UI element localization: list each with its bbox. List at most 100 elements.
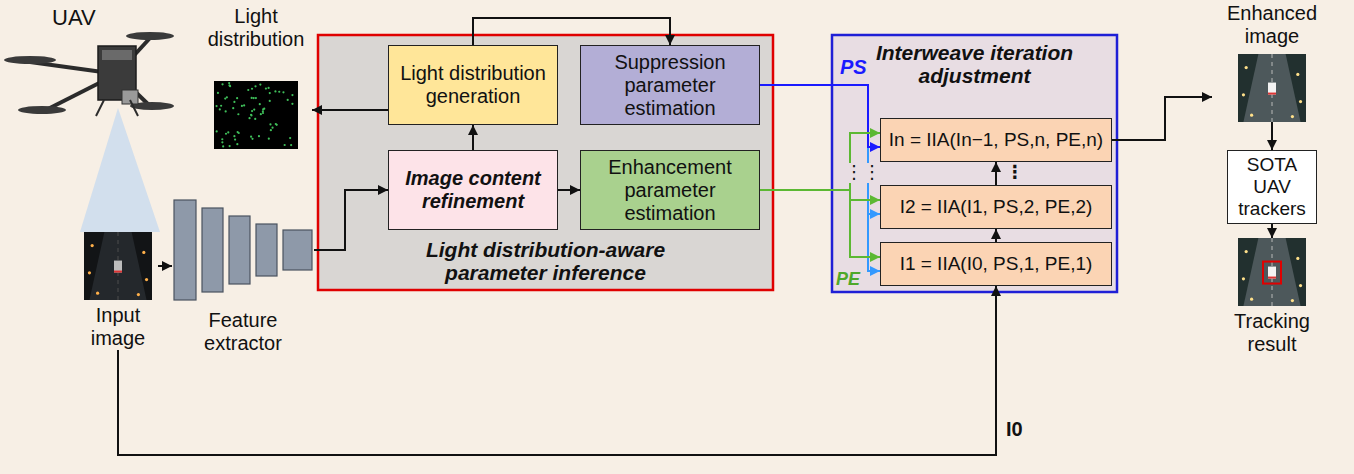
propeller [126,32,174,40]
street-light [96,292,99,295]
light-dot [232,107,234,109]
light-dot [291,94,293,96]
layer-block [229,216,250,284]
group-heading: Interweave iteration adjustment [845,41,1105,87]
iteration-box: I1 = IIA(I0, PS,1, PE,1) [880,242,1112,286]
light-dot [233,101,235,103]
image-caption: Input image [78,304,158,350]
light-dot [250,136,252,138]
street-light [1250,298,1253,301]
layer-block [202,208,223,292]
light-dot [225,133,227,135]
connector-arrow [760,133,880,190]
connector-arrow [314,190,388,250]
ellipsis-mark: ⋮ [1006,163,1024,183]
light-dot [260,113,262,115]
road [89,232,146,300]
light-distribution-map: Light distribution [200,5,312,149]
tracker-box: SOTA UAV trackers [1227,150,1317,224]
propeller [4,56,56,64]
light-dot [253,97,255,99]
light-dot [290,144,292,146]
light-dot [250,114,252,116]
light-dot [289,137,291,139]
tail-light [114,271,122,273]
connector-arrow [158,265,172,267]
parameter-label: PE [836,270,860,290]
image-caption: Feature extractor [172,309,314,355]
light-dot [241,105,243,107]
light-dot [251,88,253,90]
panel-frame [318,35,773,290]
layer-block [174,200,196,300]
light-dot [229,85,231,87]
connector-arrow [118,286,996,455]
image-caption: Tracking result [1212,310,1332,356]
drone-leg [130,100,138,116]
uav-label: UAV [52,6,96,30]
light-dot [270,129,272,131]
panel-frames [318,35,1117,292]
light-dot [228,82,230,84]
street-light [1299,100,1302,103]
map-ground [214,81,298,149]
light-dot [251,138,253,140]
light-dot [236,143,238,145]
image-thumbnail [214,81,298,149]
process-box: Light distribution generation [388,45,558,125]
layer-block [256,224,277,276]
light-dot [216,130,218,132]
light-dot [262,112,264,114]
light-dot [269,92,271,94]
light-dot [269,123,271,125]
connector-label: I0 [1004,418,1025,440]
image-thumbnail [84,232,152,300]
street-light [1242,277,1245,280]
scene-ground [1238,238,1306,306]
light-dot [233,135,235,137]
connector-arrow [760,85,880,214]
iteration-box: I2 = IIA(I1, PS,2, PE,2) [880,185,1112,229]
light-dot [255,97,257,99]
scene-ground [1238,54,1306,122]
light-dot [291,103,293,105]
connector-arrow [995,162,997,185]
street-light [88,271,91,274]
layer-block [283,230,312,270]
light-dot [278,91,280,93]
box-label: SOTA UAV trackers [1231,154,1313,220]
light-dot [284,144,286,146]
box-label: In = IIA(In−1, PS,n, PE,n) [889,129,1103,151]
light-dot [221,138,223,140]
connectors [118,18,1272,455]
connector-arrow [760,190,880,200]
street-light [1291,115,1294,118]
light-dot [275,123,277,125]
light-dot [250,114,252,116]
street-light [1296,257,1299,260]
drone-leg [96,100,104,116]
light-dot [253,108,255,110]
light-dot [248,117,250,119]
panel-frame [832,35,1117,292]
camera-view-cone [80,108,160,232]
light-dot [237,113,239,115]
tail-light [1268,277,1276,279]
street-light [1245,66,1248,69]
light-dot [226,96,228,98]
street-light [1250,114,1253,117]
tracking-box [1263,262,1281,284]
iteration-panel: Interweave iteration adjustment In = IIA(… [832,35,1117,292]
box-label: Light distribution generation [397,62,549,108]
light-dot [258,135,260,137]
street-light [91,244,94,247]
light-dot [221,83,223,85]
connector-arrow [472,125,474,150]
tail-light [1268,93,1276,95]
light-dot [282,91,284,93]
ellipsis-mark: ⋮ [845,163,855,183]
process-box: Enhancement parameter estimation [580,150,760,230]
light-dot [243,104,245,106]
image-thumbnail [1238,54,1306,122]
